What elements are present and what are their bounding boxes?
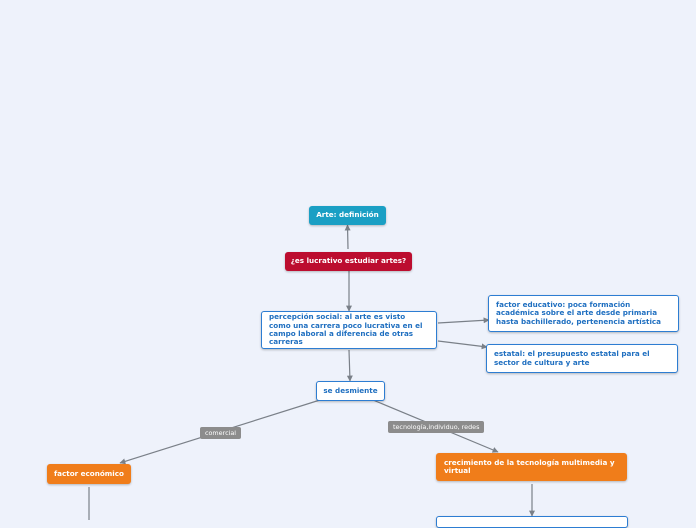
node-arte-definicion[interactable]: Arte: definición — [309, 206, 386, 225]
node-percepcion-social[interactable]: percepción social: al arte es visto como… — [261, 311, 437, 349]
node-crecimiento-tecnologia[interactable]: crecimiento de la tecnología multimedia … — [436, 453, 627, 481]
edge-label-tecnologia[interactable]: tecnología,individuo, redes — [388, 421, 485, 433]
node-estatal[interactable]: estatal: el presupuesto estatal para el … — [486, 344, 678, 373]
edge-label-comercial[interactable]: comercial — [200, 427, 242, 439]
connector-percepcion-to-estatal — [437, 340, 488, 350]
node-factor-educativo-text: factor educativo: poca formación académi… — [496, 299, 662, 326]
node-es-lucrativo[interactable]: ¿es lucrativo estudiar artes? — [285, 252, 412, 271]
node-se-desmiente[interactable]: se desmiente — [316, 381, 385, 401]
node-es-lucrativo-text: ¿es lucrativo estudiar artes? — [290, 256, 407, 266]
connector-percepcion-to-desmiente — [346, 349, 353, 382]
node-factor-educativo[interactable]: factor educativo: poca formación académi… — [488, 295, 679, 332]
edge-label-comercial-text: comercial — [205, 429, 237, 437]
node-estatal-text: estatal: el presupuesto estatal para el … — [494, 349, 650, 367]
connector-lucrativo-to-definicion — [344, 224, 351, 250]
connector-percepcion-to-educativo — [437, 317, 490, 324]
node-factor-economico[interactable]: factor económico — [47, 464, 131, 484]
node-crecimiento-tecnologia-text: crecimiento de la tecnología multimedia … — [444, 457, 615, 475]
node-se-desmiente-text: se desmiente — [323, 385, 378, 395]
node-partial-bottom[interactable] — [436, 516, 628, 528]
node-percepcion-social-text: percepción social: al arte es visto como… — [269, 312, 423, 347]
node-arte-definicion-text: Arte: definición — [316, 210, 379, 220]
edge-label-tecnologia-text: tecnología,individuo, redes — [393, 423, 480, 431]
node-factor-economico-text: factor económico — [54, 468, 124, 478]
